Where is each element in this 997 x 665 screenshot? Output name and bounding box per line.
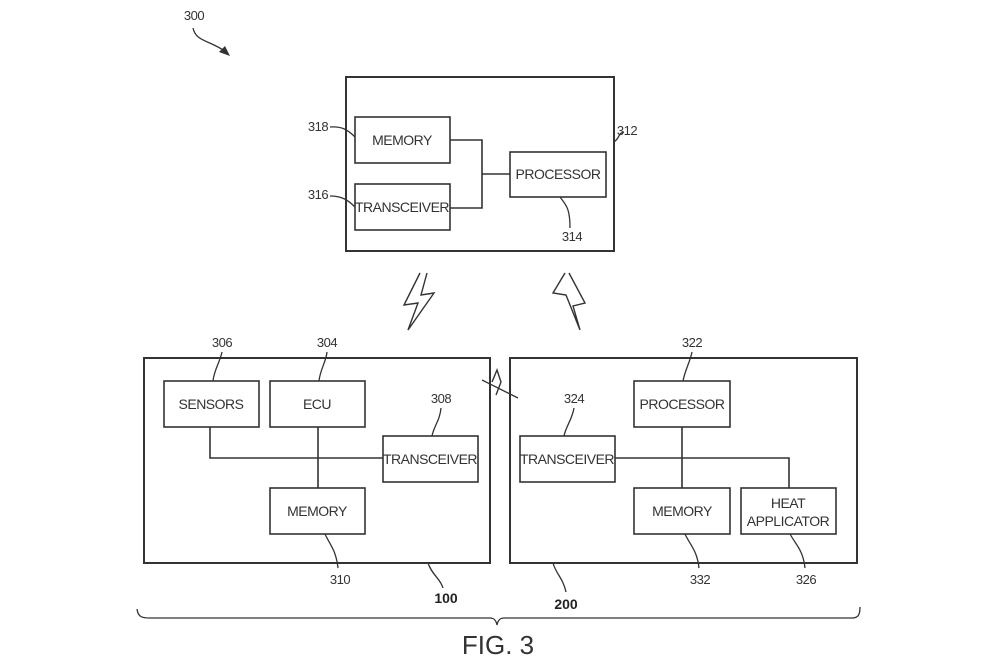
ref-200: 200	[554, 596, 578, 612]
ref-324: 324	[564, 391, 584, 406]
device-transceiver-label: TRANSCEIVER	[520, 451, 614, 467]
server-memory-label: MEMORY	[372, 132, 433, 148]
vehicle-transceiver-block	[382, 435, 479, 483]
ref-332: 332	[690, 572, 710, 587]
server-processor-label: PROCESSOR	[516, 166, 601, 182]
device-processor-label: PROCESSOR	[640, 396, 725, 412]
ref-316: 316	[308, 187, 328, 202]
ref-100: 100	[434, 590, 458, 606]
vehicle-transceiver-label: TRANSCEIVER	[383, 451, 477, 467]
server-transceiver-label: TRANSCEIVER	[355, 199, 449, 215]
wireless-bolt-icon-middle	[491, 368, 502, 396]
ref-318: 318	[308, 119, 328, 134]
ref-310: 310	[330, 572, 350, 587]
ref-300-arrow	[192, 27, 227, 53]
ref-314: 314	[562, 229, 582, 244]
arrow-head-icon	[219, 46, 230, 56]
device-transceiver-block	[519, 435, 616, 483]
server-bus	[450, 139, 510, 209]
heat-applicator-label-2: APPLICATOR	[747, 513, 830, 529]
wireless-bolt-icon-right	[551, 272, 587, 331]
ref-322: 322	[682, 335, 702, 350]
device-memory-label: MEMORY	[652, 503, 713, 519]
device-200: 200 PROCESSOR 322 TRANSCEIVER 324 MEMORY…	[509, 335, 858, 612]
ecu-label: ECU	[303, 396, 331, 412]
heat-applicator-label-1: HEAT	[771, 495, 806, 511]
vehicle-bus	[209, 427, 383, 488]
vehicle-memory-label: MEMORY	[287, 503, 348, 519]
server-312: 312 MEMORY 318 TRANSCEIVER 316 PROCESSOR…	[308, 76, 638, 252]
ref-304: 304	[317, 335, 337, 350]
sensors-label: SENSORS	[179, 396, 244, 412]
device-bus	[615, 427, 790, 488]
ref-300: 300	[184, 8, 204, 23]
ref-308: 308	[431, 391, 451, 406]
sensors-block	[163, 380, 260, 428]
wireless-bolt-icon-left	[402, 272, 436, 331]
grouping-brace	[136, 606, 861, 626]
ref-306: 306	[212, 335, 232, 350]
vehicle-100: 100 SENSORS 306 ECU 304 TRANSCEIVER 308 …	[143, 335, 491, 606]
figure-caption: FIG. 3	[462, 630, 534, 660]
ref-312: 312	[617, 123, 637, 138]
ref-326: 326	[796, 572, 816, 587]
